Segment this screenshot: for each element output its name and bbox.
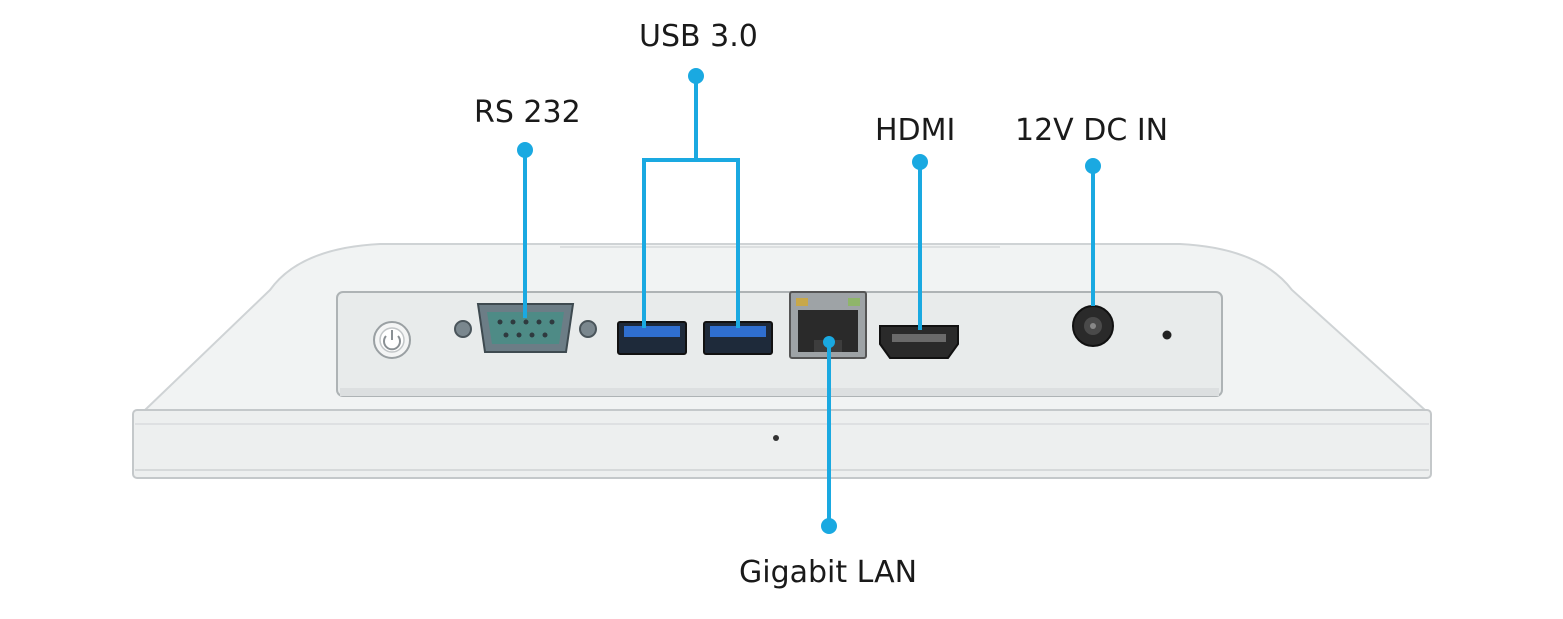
label-dc-in: 12V DC IN (1015, 113, 1169, 148)
front-indicator-hole (773, 435, 779, 441)
callout-dot-lan-top (823, 336, 835, 348)
usb-port-1 (617, 321, 687, 355)
callout-line-usb-bracket (642, 158, 740, 328)
label-usb: USB 3.0 (639, 19, 758, 54)
dc-in-jack (1072, 305, 1114, 347)
label-lan: Gigabit LAN (739, 555, 918, 590)
callout-dot-usb (688, 68, 704, 84)
callout-dot-lan (821, 518, 837, 534)
callout-dot-dc-in (1085, 158, 1101, 174)
lan-port (789, 291, 867, 359)
reset-pinhole (1162, 330, 1172, 340)
callout-lines (523, 76, 1095, 526)
callout-dots (517, 68, 1101, 534)
power-button (373, 321, 411, 359)
hdmi-port (879, 325, 959, 359)
serial-port (454, 303, 597, 353)
label-rs232: RS 232 (474, 95, 581, 130)
label-hdmi: HDMI (875, 113, 956, 148)
callout-dot-hdmi (912, 154, 928, 170)
callout-dot-rs232 (517, 142, 533, 158)
